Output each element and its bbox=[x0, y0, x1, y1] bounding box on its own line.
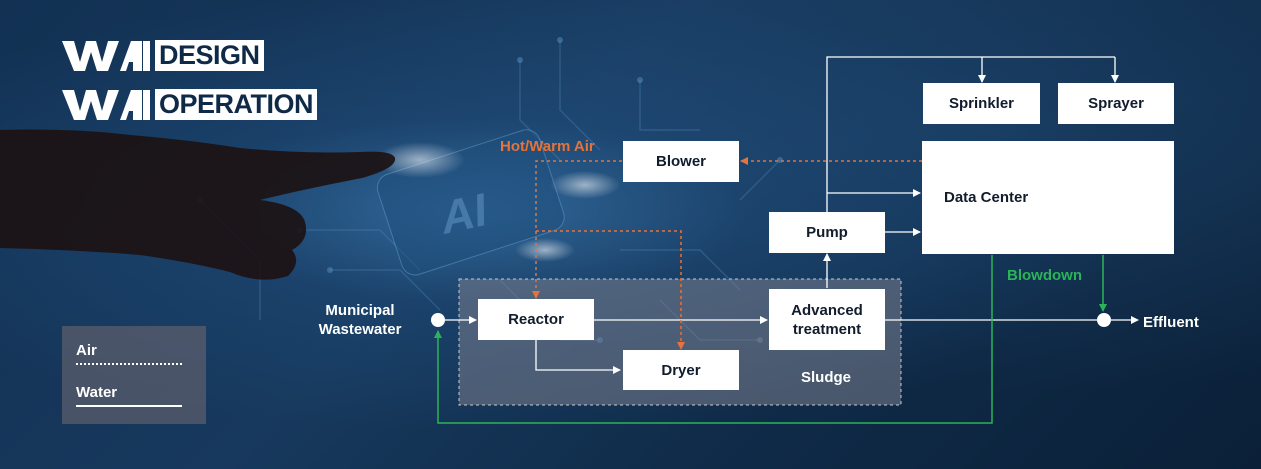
pump-box: Pump bbox=[769, 212, 885, 253]
dryer-box: Dryer bbox=[623, 350, 739, 390]
logo-design-text: DESIGN bbox=[155, 40, 264, 71]
air-lines bbox=[532, 157, 922, 350]
data-center-box: Data Center bbox=[922, 141, 1174, 254]
legend: Air Water bbox=[62, 326, 206, 424]
municipal-wastewater-label: Municipal Wastewater bbox=[318, 302, 402, 338]
blowdown-lines bbox=[434, 255, 1107, 424]
effluent-label: Effluent bbox=[1143, 314, 1199, 331]
blowdown-label: Blowdown bbox=[1007, 267, 1082, 284]
legend-water-line bbox=[76, 405, 182, 407]
effluent-junction bbox=[1097, 313, 1111, 327]
ai-chip-graphic: AI bbox=[375, 129, 620, 276]
wai-logo-mark-1 bbox=[62, 41, 150, 71]
hand-silhouette bbox=[0, 129, 396, 280]
logo-operation-text: OPERATION bbox=[155, 89, 318, 120]
advanced-treatment-box: Advanced treatment bbox=[769, 289, 885, 350]
data-center-label: Data Center bbox=[944, 189, 1029, 206]
legend-water-label: Water bbox=[76, 384, 118, 401]
wai-logo-mark-2 bbox=[62, 90, 150, 120]
legend-air-label: Air bbox=[76, 342, 97, 359]
blower-box: Blower bbox=[623, 141, 739, 182]
legend-air-line bbox=[76, 363, 182, 365]
sprinkler-box: Sprinkler bbox=[923, 83, 1040, 124]
reactor-box: Reactor bbox=[478, 299, 594, 340]
inflow-junction bbox=[431, 313, 445, 327]
hot-warm-air-label: Hot/Warm Air bbox=[500, 138, 595, 155]
sprayer-box: Sprayer bbox=[1058, 83, 1174, 124]
sludge-label: Sludge bbox=[801, 369, 852, 386]
